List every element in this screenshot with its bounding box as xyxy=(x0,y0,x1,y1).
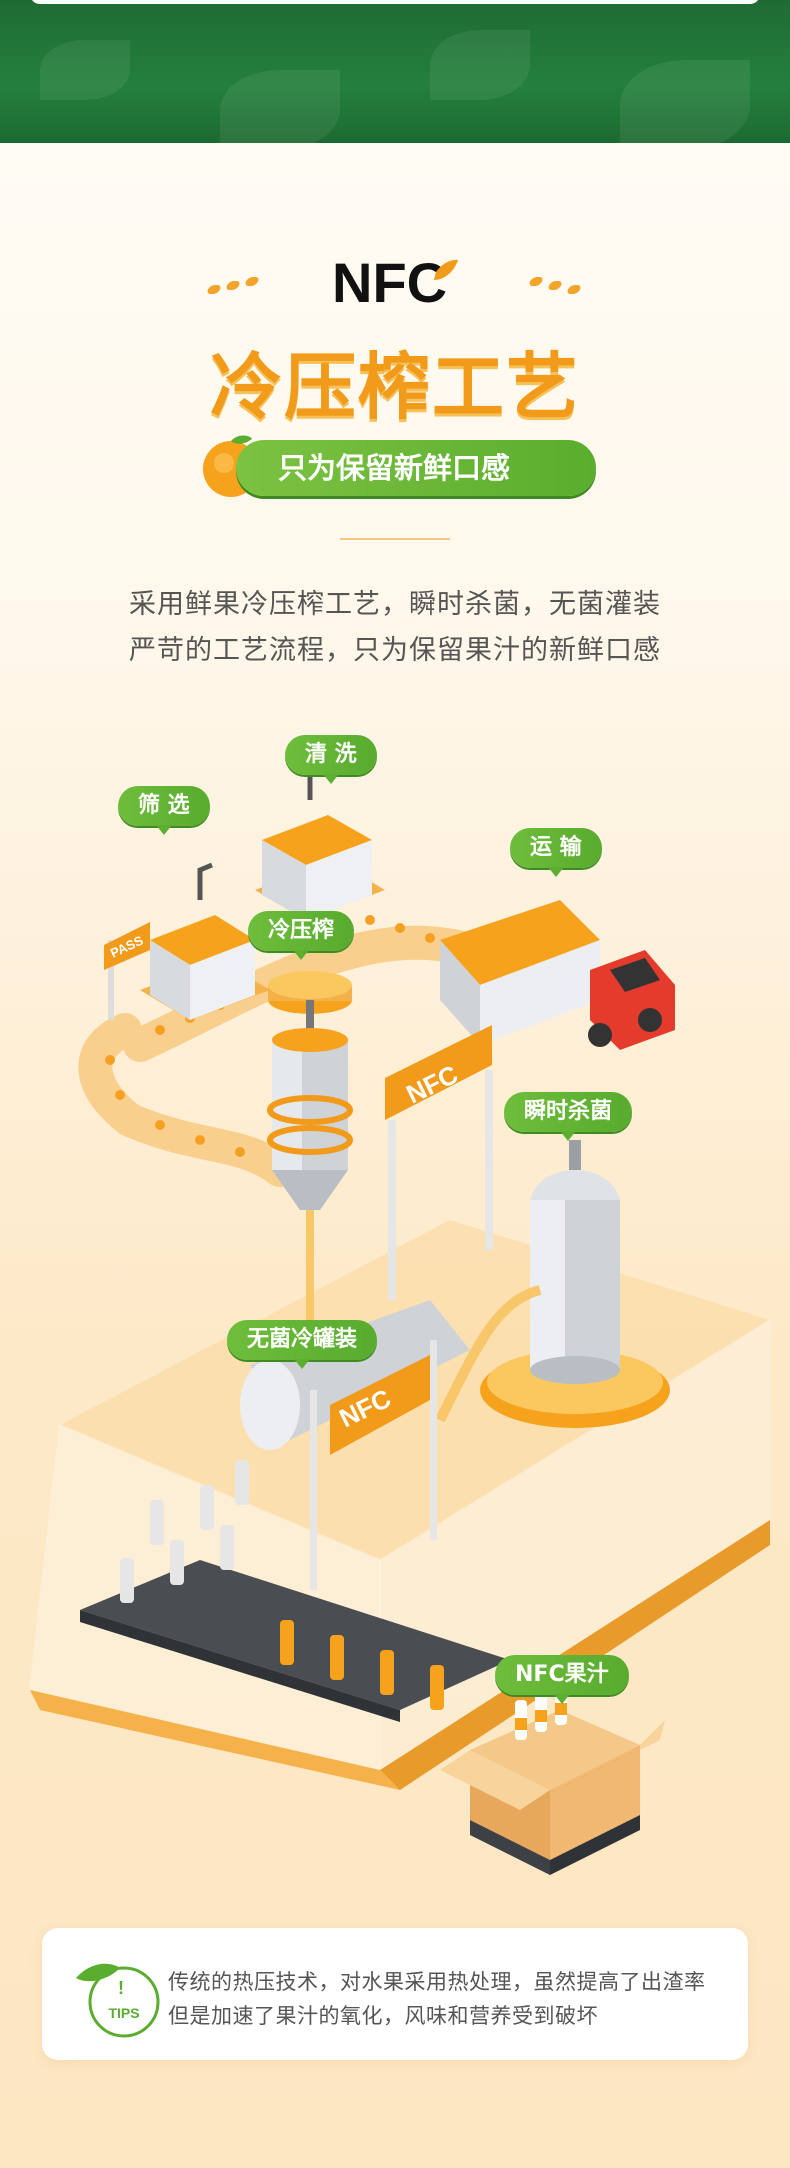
leaf-decoration xyxy=(40,40,130,100)
step-label-cold-press: 冷压榨 xyxy=(248,911,355,960)
step-label-sort: 筛 选 xyxy=(118,786,210,835)
subtitle-pill: 只为保留新鲜口感 xyxy=(236,440,596,496)
leaf-icon xyxy=(434,259,458,280)
filling-tank: NFC xyxy=(240,1300,470,1590)
sorting-machine xyxy=(140,862,270,1020)
tips-card: ! TIPS 传统的热压技术，对水果采用热处理，虽然提高了出渣率 但是加速了果汁… xyxy=(42,1928,748,2060)
tips-badge-text: TIPS xyxy=(108,2005,139,2021)
leaf-icon xyxy=(76,1963,120,1982)
dash-decoration xyxy=(224,281,242,290)
washing-machine xyxy=(255,767,385,920)
truck xyxy=(440,900,675,1050)
description-line-1: 采用鲜果冷压榨工艺，瞬时杀菌，无菌灌装 xyxy=(129,589,661,620)
process-scene: PASS xyxy=(28,767,771,1875)
exclamation-icon: ! xyxy=(118,1978,124,1998)
leaf-decoration xyxy=(620,60,750,143)
leaf-decoration xyxy=(430,30,530,100)
process-illustration: PASS xyxy=(0,700,790,1880)
top-banner xyxy=(0,0,790,143)
leaf-decoration xyxy=(220,70,340,143)
step-label-nfc-juice: NFC果汁 xyxy=(495,1655,629,1704)
tips-line-2: 但是加速了果汁的氧化，风味和营养受到破坏 xyxy=(168,2004,598,2028)
description-line-2: 严苛的工艺流程，只为保留果汁的新鲜口感 xyxy=(129,635,661,666)
sterilization-tank xyxy=(435,1140,670,1428)
tips-line-1: 传统的热压技术，对水果采用热处理，虽然提高了出渣率 xyxy=(168,1970,706,1994)
divider xyxy=(340,538,450,540)
cold-press-machine xyxy=(267,971,353,1330)
lower-conveyor xyxy=(78,1013,297,1187)
step-label-sterilize: 瞬时杀菌 xyxy=(504,1092,633,1141)
nfc-logo: NFC xyxy=(332,251,458,310)
platform-edge xyxy=(30,1690,400,1790)
dash-decoration xyxy=(565,285,583,294)
dash-decoration xyxy=(205,285,223,294)
step-label-transport: 运 输 xyxy=(510,828,602,877)
tips-icon: ! TIPS xyxy=(76,1963,160,2038)
pass-gate: PASS xyxy=(104,922,150,1020)
step-label-filling: 无菌冷罐装 xyxy=(227,1320,378,1369)
dash-decoration xyxy=(527,277,545,286)
main-title: 冷压榨工艺 xyxy=(209,345,580,429)
bottle-conveyor xyxy=(80,1460,510,1722)
step-label-wash: 清 洗 xyxy=(285,735,377,784)
dash-decoration xyxy=(243,277,261,286)
dash-decoration xyxy=(546,281,564,290)
banner-card-edge xyxy=(30,0,760,4)
nfc-logo-text: NFC xyxy=(332,251,447,310)
